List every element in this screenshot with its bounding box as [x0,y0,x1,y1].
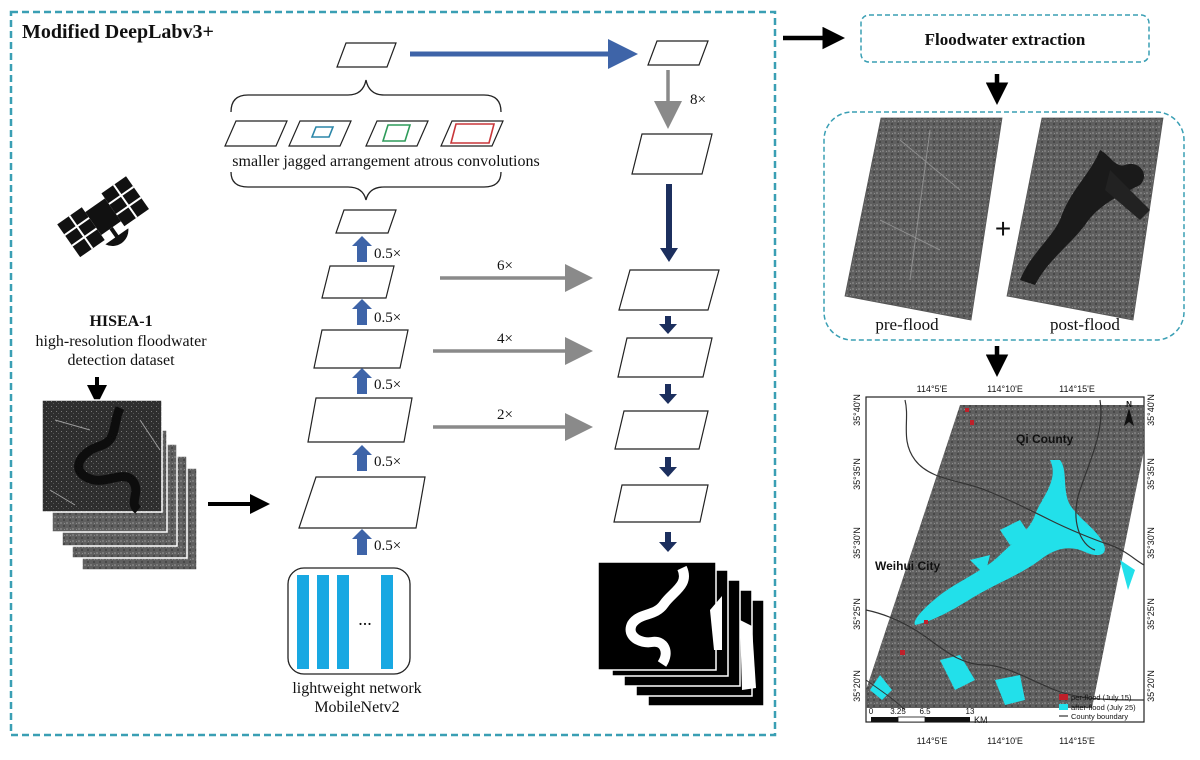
decoder-map-6x [618,269,720,311]
downsample-arrow-1 [352,529,372,555]
scale-tick-3: 13 [966,707,975,716]
map-right-lat-1: 35°40'N [1146,394,1156,426]
map-flood-extent [914,460,1105,625]
map-left-lat-5: 35°20'N [852,670,862,702]
aspp-brace-top [230,79,502,113]
legend-county-boundary: County boundary [1071,712,1128,721]
scale-tick-2: 6.5 [919,707,931,716]
dataset-label-line1: high-resolution floodwater [35,333,207,350]
aspp-conv-blocks [224,120,504,147]
north-label: N [1126,400,1132,409]
encoder-scale-1: 0.5× [374,538,401,554]
map-left-lat-2: 35°35'N [852,458,862,490]
backbone-label-line2: MobileNetv2 [314,699,399,716]
map-left-lat-4: 35°25'N [852,598,862,630]
map-left-lat-3: 35°30'N [852,527,862,559]
skip-scale-2x: 2× [497,407,513,423]
map-bottom-lon-2: 114°10'E [987,736,1023,746]
map-left-lat-1: 35°40'N [852,394,862,426]
model-frame [9,10,777,737]
encoder-column [298,209,426,529]
legend-pre-flood: per-flood (July 15) [1071,693,1132,702]
encoder-map-4 [321,265,395,299]
scale-unit: KM [974,715,988,725]
scale-tick-1: 3.25 [890,707,906,716]
encoder-scale-5: 0.5× [374,246,401,262]
encoder-map-2 [307,397,413,443]
aspp-conv-1x1 [224,120,288,147]
map-top-lon-2: 114°10'E [987,384,1023,394]
post-flood-label: post-flood [1050,315,1120,334]
extraction-label: Floodwater extraction [925,30,1086,49]
encoder-map-1 [298,476,426,529]
downsample-arrow-2 [352,445,372,471]
decoder-map-top [647,40,709,66]
backbone-layers [297,575,393,669]
encoder-map-5 [335,209,397,234]
encoder-scale-4: 0.5× [374,310,401,326]
map-right-lat-2: 35°35'N [1146,458,1156,490]
aspp-brace-bottom [230,171,502,201]
downsample-arrow-3 [352,368,372,394]
map-legend [1059,694,1068,717]
legend-after-flood: after-flood (July 25) [1071,703,1136,712]
sar-image-stack [41,399,198,571]
downsample-arrow-4 [352,299,372,325]
model-title: Modified DeepLabv3+ [22,21,214,43]
aspp-output-map [336,42,397,68]
skip-scale-6x: 6× [497,258,513,274]
aspp-conv-rate-medium [365,120,429,147]
encoder-scale-3: 0.5× [374,377,401,393]
decoder-map-4x [617,337,713,378]
backbone-label-line1: lightweight network [292,680,421,697]
satellite-icon [57,176,149,258]
pre-flood-image [844,117,1003,321]
encoder-scale-arrows [352,236,372,555]
aspp-label: smaller jagged arrangement atrous convol… [232,153,539,170]
map-bottom-lon-1: 114°5'E [917,736,948,746]
map-top-lon-3: 114°15'E [1059,384,1095,394]
encoder-scale-2: 0.5× [374,454,401,470]
north-arrow-icon [1124,408,1134,426]
aspp-conv-rate-large [440,120,504,147]
decoder-arrows [659,184,678,552]
flood-map [865,396,1145,723]
map-top-lon-1: 114°5'E [917,384,948,394]
backbone-ellipsis: ... [358,609,372,629]
map-county-boundary [904,399,1145,566]
skip-scale-4x: 4× [497,331,513,347]
plus-sign: + [995,213,1011,244]
decoder-map-final [613,484,709,523]
decoder-map-upsampled [631,133,713,175]
decoder-map-2x [614,410,709,450]
post-flood-image [1006,117,1164,321]
downsample-arrow-5 [352,236,372,262]
satellite-name: HISEA-1 [89,313,152,330]
city-label-weihui-city: Weihui City [875,559,940,573]
scale-bar [871,716,970,723]
output-mask-stack [597,561,765,707]
dataset-label-line2: detection dataset [67,352,175,369]
scale-tick-0: 0 [869,707,874,716]
map-bottom-lon-3: 114°15'E [1059,736,1095,746]
extraction-box [860,14,1150,63]
pre-flood-label: pre-flood [875,315,939,334]
map-right-lat-4: 35°25'N [1146,598,1156,630]
encoder-map-3 [313,329,409,369]
decoder-column [613,40,720,523]
map-right-lat-5: 35°20'N [1146,670,1156,702]
map-right-lat-3: 35°30'N [1146,527,1156,559]
city-label-qi-county: Qi County [1016,432,1074,446]
aspp-conv-rate-small [288,120,352,147]
upsample-label: 8× [690,92,706,108]
